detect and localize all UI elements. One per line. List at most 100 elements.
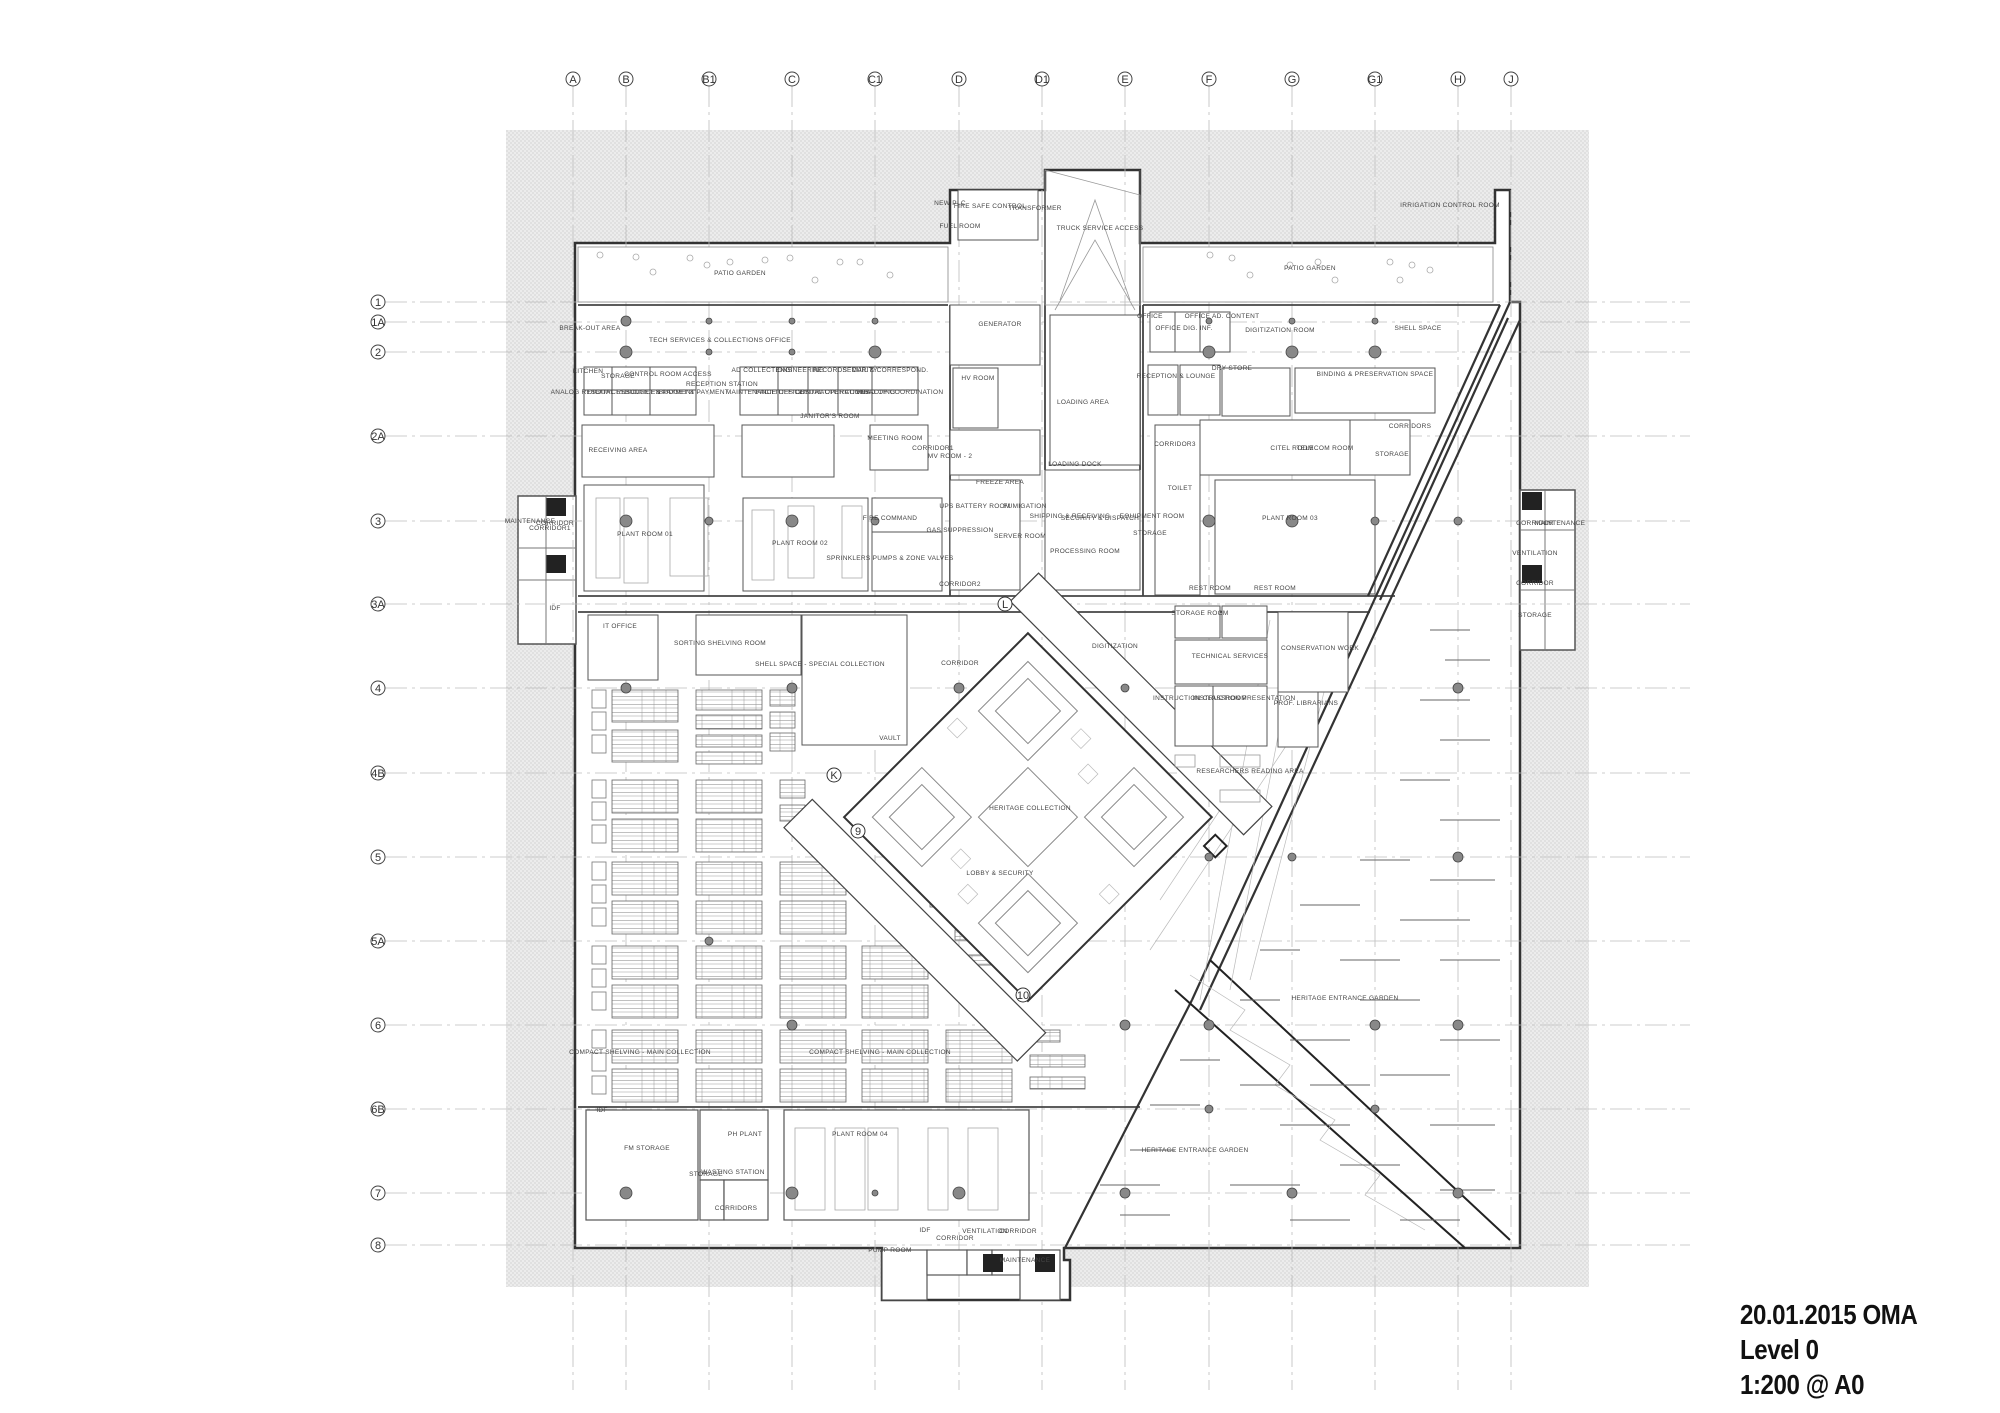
truck-access [1044,169,1141,311]
grid-label-G1: G1 [1368,74,1383,86]
room-label: MAINTENANCE OFFICE [726,389,805,396]
room-label: TRANSFORMER [1008,205,1062,212]
row-grid-labels: 1 1A 2 2A 3 3A 4 4B 5 5A 6 6B 7 8 [371,297,385,1252]
room-label: PUMP ROOM [868,1247,911,1254]
west-carrels [591,689,607,1095]
room-label: FIRE SAFE CONTROL [954,203,1026,210]
room-label: BINDING & PRESERVATION SPACE [1317,371,1434,378]
room-label: INSTRUCTION PRESENTATION [1192,695,1295,702]
room-label: CORRIDORS [1389,423,1432,430]
room-label: MV ROOM - 2 [928,453,973,460]
room-label: STORAGE [1375,451,1409,458]
room-label: PLANT ROOM 04 [832,1131,888,1138]
row-grid-bubbles [370,294,386,1253]
room-label: CORRIDOR [936,1235,974,1242]
title-block: 20.01.2015 OMA Level 0 1:200 @ A0 [1740,1297,1918,1402]
column-grid-bubbles [565,71,1519,87]
nw-offices [581,366,943,592]
room-label: CORRIDOR [1516,580,1554,587]
grid-label-L: L [1002,599,1008,611]
room-label: STORAGE [1133,530,1167,537]
room-label: HERITAGE COLLECTION [989,805,1071,812]
grid-label-4: 4 [375,683,381,695]
room-label: PLANT ROOM 01 [617,531,673,538]
grid-label-D1: D1 [1035,74,1049,86]
east-mid-rooms [1174,605,1349,748]
grid-label-9: 9 [855,826,861,838]
room-label: UPS BATTERY ROOM [939,503,1010,510]
room-label: SERVER ROOM [994,533,1046,540]
room-label: SPRINKLERS PUMPS & ZONE VALVES [826,555,954,562]
room-label: STORAGE ROOM [1171,610,1228,617]
room-label: VENTILATION [962,1228,1007,1235]
room-label: ANALOG RESOURCES [551,389,626,396]
room-label: OFFICE AD. CONTENT [1185,313,1260,320]
room-label: SHIPPING & RECEIVING [1030,513,1111,520]
grid-label-C1: C1 [868,74,882,86]
grid-label-B: B [622,74,629,86]
structural-columns [619,315,1464,1200]
room-label: VISUAL OPERATIONS [798,389,870,396]
east-core-stair-black-2 [1522,565,1542,583]
grid-label-3: 3 [375,516,381,528]
room-label: SHELL SPACE - SPECIAL COLLECTION [755,661,885,668]
room-label: FREEZE AREA [976,479,1024,486]
compact-shelving [611,689,1086,1103]
room-label: CORRIDOR [999,1228,1037,1235]
room-label: IT OFFICE [603,623,637,630]
grid-label-4B: 4B [371,768,384,780]
mid-north-rooms [587,614,908,746]
room-label: MAINTENANCE [1000,1257,1051,1264]
room-label: KITCHEN [573,368,604,375]
diagonal-grid-labels: K L 9 10 [830,599,1029,1002]
heritage-garden-paving [1100,629,1500,1221]
room-label: MAINTENANCE [1535,520,1586,527]
room-label: DIGITIZATION [1092,643,1138,650]
column-grid-labels: A B B1 C C1 D D1 E F G G1 H J [569,74,1513,86]
grid-label-G: G [1288,74,1297,86]
patio-trees [596,251,1434,284]
room-label: VAULT [879,735,901,742]
room-label: COMPACT SHELVING - MAIN COLLECTION [569,1049,711,1056]
east-core-stair-black-1 [1522,492,1542,510]
grid-label-C: C [788,74,796,86]
room-label: MEETING ROOM [867,435,922,442]
grid-label-7: 7 [375,1188,381,1200]
room-label: FIRE COMMAND [863,515,918,522]
grid-label-6B: 6B [371,1104,384,1116]
room-label: PLANT ROOM 03 [1262,515,1318,522]
room-label: TELECOM ROOM [1296,445,1353,452]
room-label: PATIO GARDEN [1284,265,1336,272]
room-label: IDF [596,1107,607,1114]
room-label: HERITAGE ENTRANCE GARDEN [1141,1147,1248,1154]
room-label: IDF [549,605,560,612]
south-rooms [585,1109,1030,1221]
room-label: HERITAGE ENTRANCE GARDEN [1291,995,1398,1002]
room-label: CORRIDOR2 [939,581,981,588]
grid-label-B1: B1 [702,74,715,86]
room-label: AD COLLECTIONS [732,367,793,374]
room-label: STORAGE [1518,612,1552,619]
room-label: DRY STORE [1212,365,1253,372]
room-label: CORRIDOR [536,520,574,527]
room-label: LOADING AREA [1057,399,1109,406]
room-label: BUDGET & PAYMENT [625,389,695,396]
room-label: TECH SERVICES & COLLECTIONS OFFICE [649,337,791,344]
south-annex-stair-black-2 [1035,1254,1055,1272]
grid-label-2: 2 [375,347,381,359]
researchers-reading-tables [1174,754,1261,803]
room-label: CONTRACTING [845,389,896,396]
room-label: FACILITIES CONTRACTOR [756,389,844,396]
room-label: CORRIDOR1 [529,525,571,532]
room-label: RECEPTION & LOUNGE [1137,373,1216,380]
room-label: RECEIVING AREA [588,447,647,454]
room-label: IDF [919,1227,930,1234]
room-label: TECHNICAL SERVICES [1192,653,1269,660]
room-label: FUEL ROOM [939,223,980,230]
room-label: CONTROL ROOM ACCESS [624,371,712,378]
grid-label-E: E [1121,74,1128,86]
room-label: RESEARCHERS READING AREA [1196,768,1304,775]
grid-label-A: A [569,74,577,86]
room-label: TOILET [1168,485,1192,492]
